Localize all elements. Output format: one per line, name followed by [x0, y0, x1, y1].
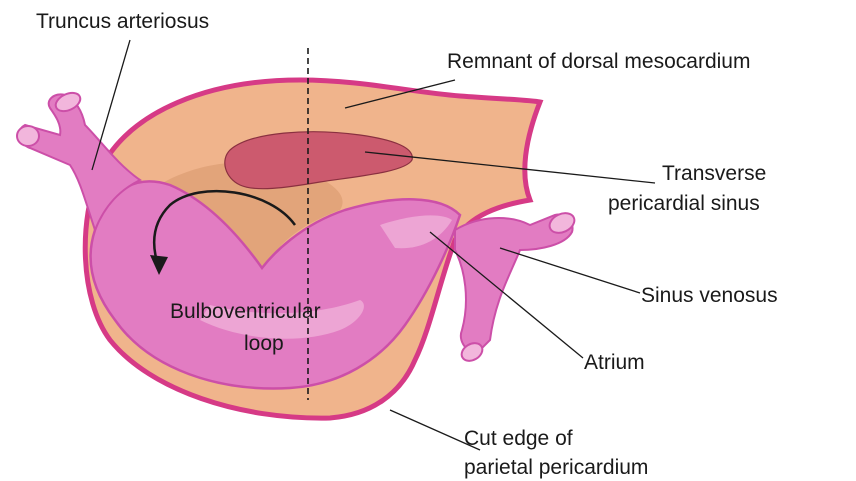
sinus-venosus-vessel	[455, 214, 573, 355]
leader-sinus-venosus	[500, 248, 640, 293]
label-bulboventricular-line2: loop	[244, 332, 284, 355]
label-atrium: Atrium	[584, 351, 645, 374]
label-cut-edge-line1: Cut edge of	[464, 427, 573, 450]
label-transverse-line1: Transverse	[662, 162, 766, 185]
label-remnant-dorsal-mesocardium: Remnant of dorsal mesocardium	[447, 50, 750, 73]
label-sinus-venosus: Sinus venosus	[641, 284, 778, 307]
label-cut-edge-line2: parietal pericardium	[464, 456, 648, 479]
atrium-region	[455, 209, 578, 364]
label-bulboventricular-line1: Bulboventricular	[170, 300, 321, 323]
label-transverse-line2: pericardial sinus	[608, 192, 760, 215]
truncus-opening-left	[17, 126, 39, 146]
label-truncus-arteriosus: Truncus arteriosus	[36, 10, 209, 33]
